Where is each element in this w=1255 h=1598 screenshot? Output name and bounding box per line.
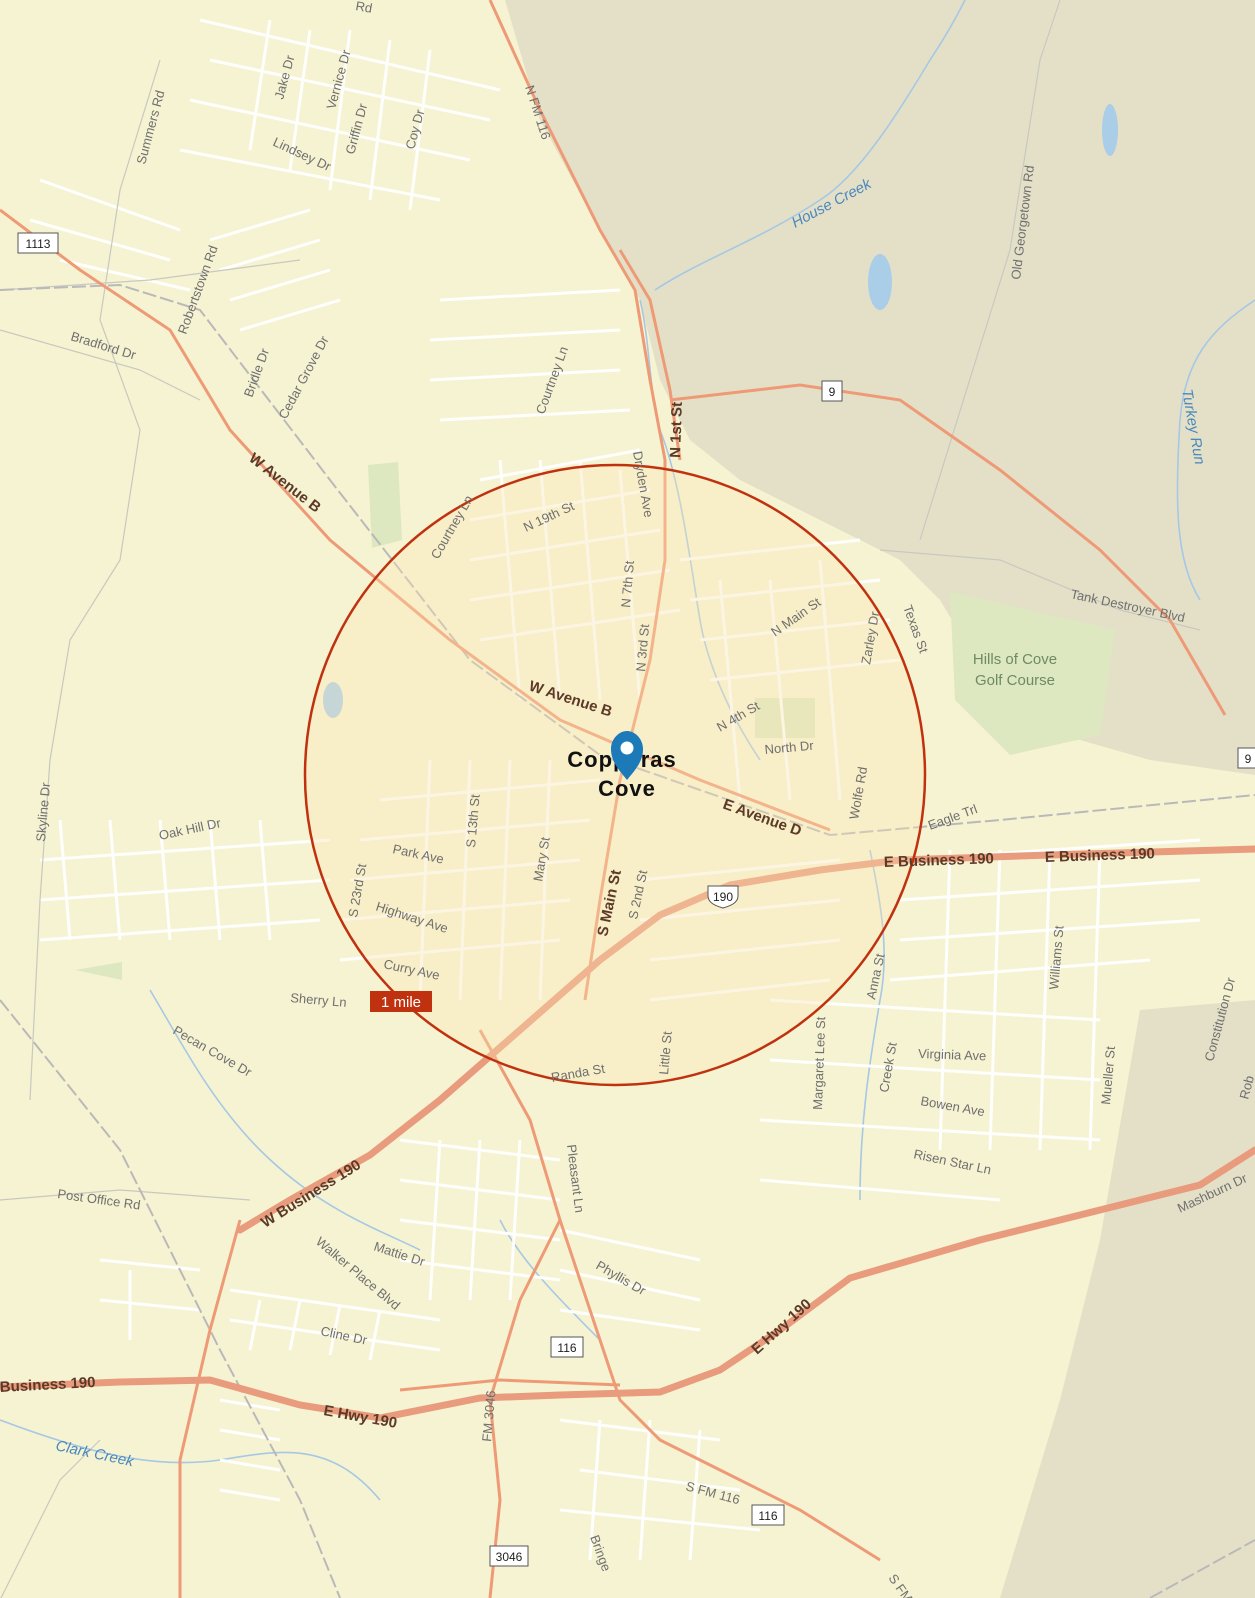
street-label: Virginia Ave xyxy=(918,1046,987,1063)
street-label: Williams St xyxy=(1046,925,1067,991)
highway-label: E Business 190 xyxy=(1045,845,1156,866)
svg-text:116: 116 xyxy=(758,1509,777,1523)
street-label: Mueller St xyxy=(1098,1045,1118,1105)
route-shield: 116 xyxy=(751,1504,785,1526)
route-shield: 116 xyxy=(550,1336,584,1358)
street-label: Rob xyxy=(1236,1074,1255,1101)
radius-label: 1 mile xyxy=(370,991,432,1012)
svg-text:1113: 1113 xyxy=(26,237,51,251)
radius-circle xyxy=(303,463,927,1087)
major-highways xyxy=(0,845,1255,1422)
street-label: N 7th St xyxy=(618,560,637,608)
svg-text:9: 9 xyxy=(829,385,836,399)
pond xyxy=(1102,104,1118,156)
pond xyxy=(323,682,343,718)
local-roads xyxy=(0,0,1201,1598)
military-area xyxy=(505,0,1255,775)
railroad xyxy=(0,283,1255,1598)
park-patch xyxy=(368,462,402,548)
golf-course-label: Golf Course xyxy=(975,672,1055,689)
route-shield: 190 xyxy=(707,885,739,909)
street-label: Skyline Dr xyxy=(33,781,53,842)
golf-course xyxy=(950,592,1115,755)
svg-text:3046: 3046 xyxy=(496,1550,523,1564)
svg-text:190: 190 xyxy=(713,890,733,904)
street-label: Rd xyxy=(354,0,373,16)
city-label: Cove xyxy=(598,776,656,801)
highway-label: E Business 190 xyxy=(884,850,995,871)
street-label: N 3rd St xyxy=(633,623,652,672)
street-label: North Dr xyxy=(764,738,815,757)
street-label: Margaret Lee St xyxy=(810,1016,828,1110)
route-shield: 1113 xyxy=(17,232,59,254)
pond xyxy=(868,254,892,310)
highway-label: Business 190 xyxy=(0,1374,96,1396)
svg-text:9: 9 xyxy=(1245,752,1252,766)
park-patch xyxy=(75,962,122,980)
street-label: N 1st St xyxy=(667,402,686,458)
svg-text:116: 116 xyxy=(557,1341,576,1355)
route-shield: 9 xyxy=(821,380,843,402)
golf-course-label: Hills of Cove xyxy=(973,651,1057,668)
route-shields: 1113 9 9 190 116 116 3046 xyxy=(17,232,1255,1567)
secondary-roads xyxy=(0,0,1227,1598)
route-shield: 3046 xyxy=(489,1545,529,1567)
route-shield: 9 xyxy=(1237,747,1255,769)
street-label: S 13th St xyxy=(463,793,483,848)
minor-streets xyxy=(29,18,1201,1561)
svg-text:1 mile: 1 mile xyxy=(381,994,421,1011)
military-area-south xyxy=(1000,1000,1255,1598)
street-label: FM 3046 xyxy=(479,1390,498,1442)
location-pin-icon[interactable] xyxy=(611,731,643,780)
street-label: Little St xyxy=(656,1030,675,1075)
street-label: Sherry Ln xyxy=(290,990,347,1010)
